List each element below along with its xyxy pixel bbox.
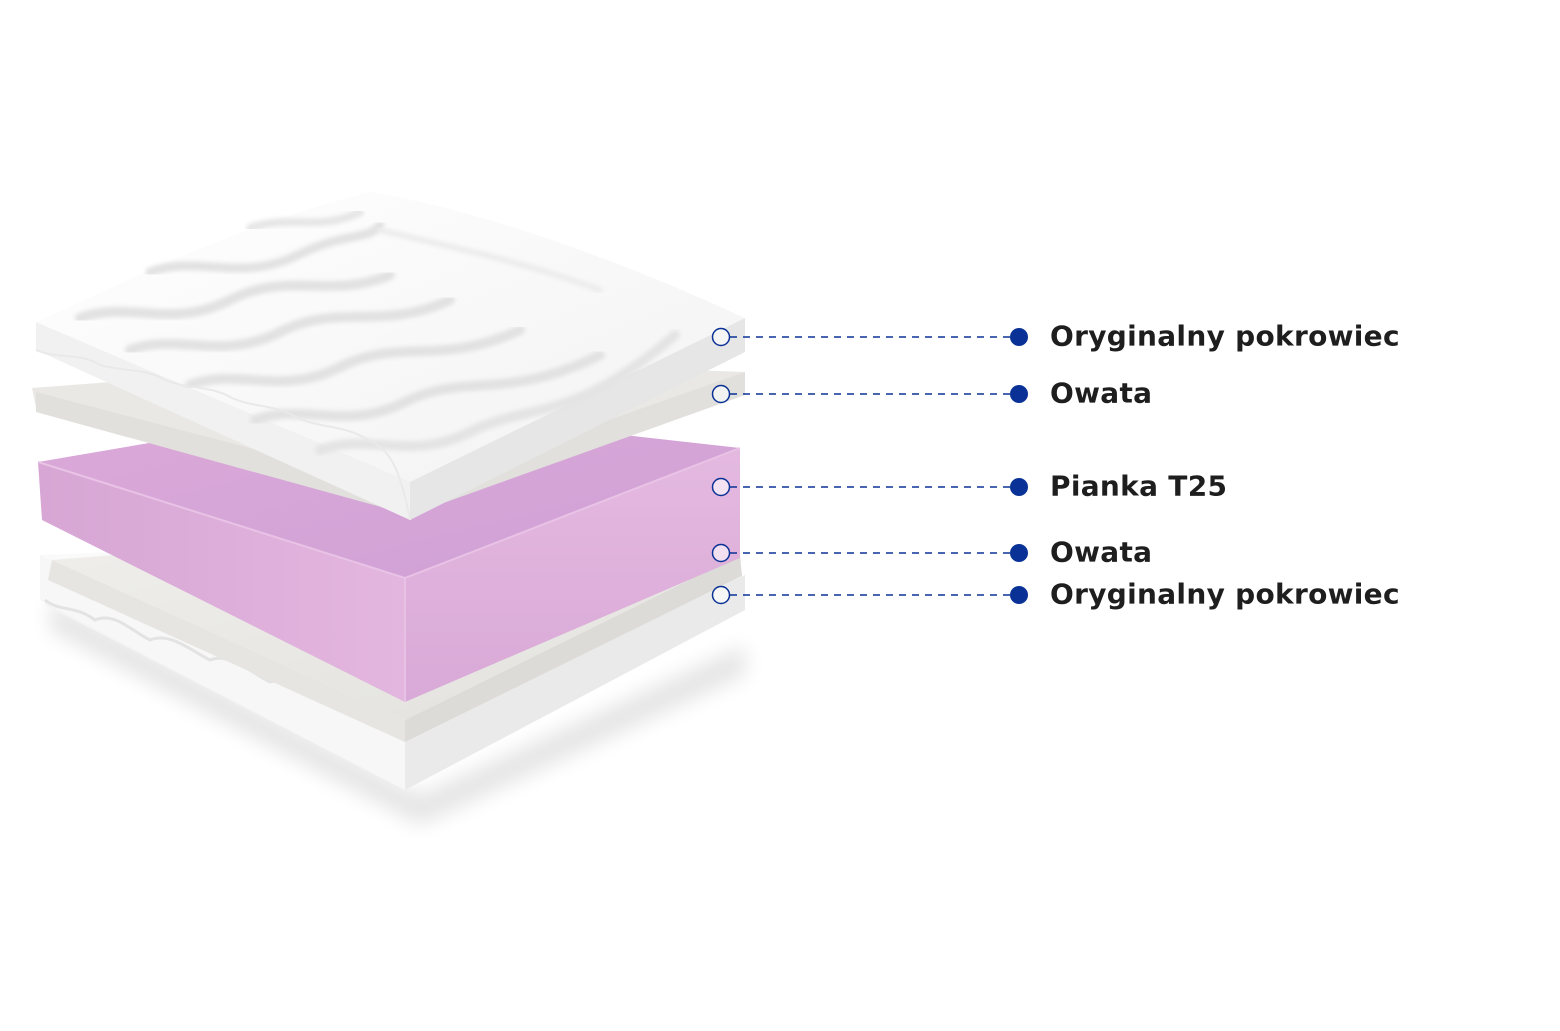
callout-lines (713, 328, 1029, 604)
filled-dot-icon (1010, 544, 1028, 562)
layer-label-wadding-bottom: Owata (1050, 538, 1152, 566)
hollow-circle-icon (713, 329, 730, 346)
hollow-circle-icon (713, 386, 730, 403)
layer-label-cover-top: Oryginalny pokrowiec (1050, 322, 1400, 350)
layer-label-wadding-top: Owata (1050, 379, 1152, 407)
filled-dot-icon (1010, 328, 1028, 346)
filled-dot-icon (1010, 385, 1028, 403)
filled-dot-icon (1010, 478, 1028, 496)
hollow-circle-icon (713, 587, 730, 604)
hollow-circle-icon (713, 545, 730, 562)
layer-label-foam: Pianka T25 (1050, 472, 1227, 500)
hollow-circle-icon (713, 479, 730, 496)
filled-dot-icon (1010, 586, 1028, 604)
layer-label-cover-bottom: Oryginalny pokrowiec (1050, 580, 1400, 608)
